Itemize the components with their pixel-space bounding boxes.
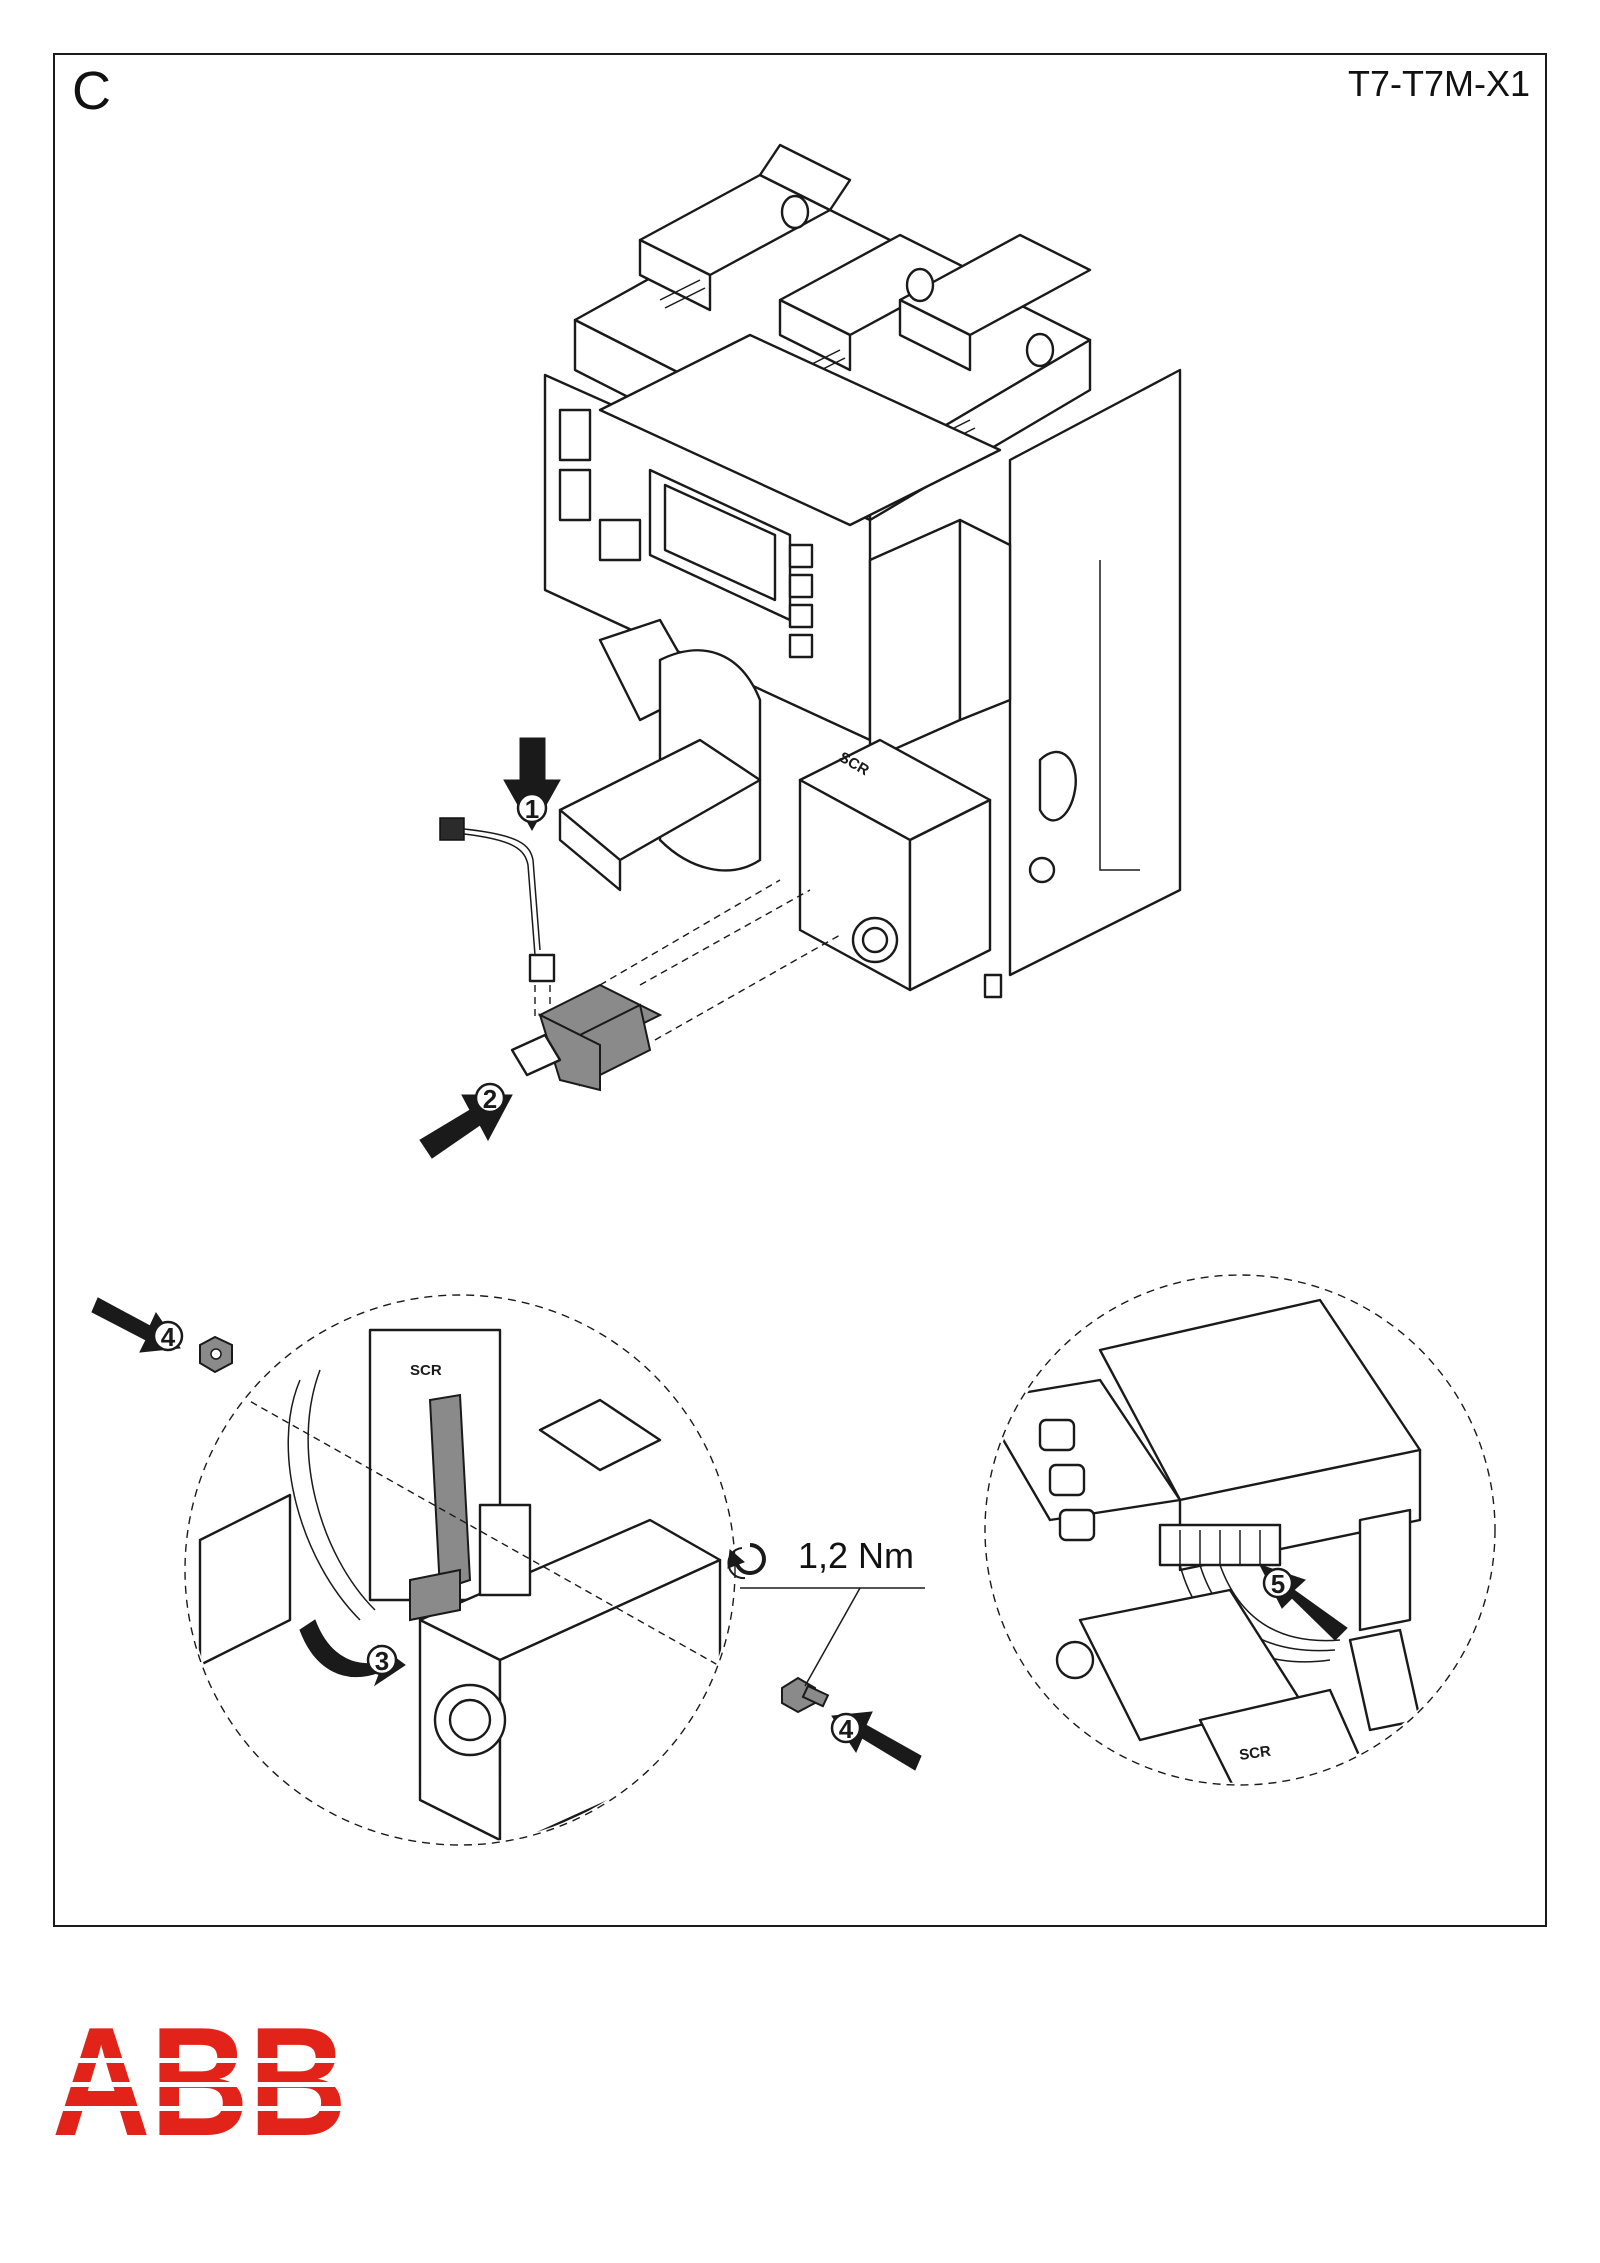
svg-text:1: 1 [525, 794, 539, 824]
svg-text:SCR: SCR [410, 1362, 442, 1379]
abb-logo: ABB [52, 1995, 352, 2168]
detail-view-left: SCR [184, 1294, 736, 1846]
drawing-frame [53, 53, 1547, 1927]
svg-text:3: 3 [375, 1646, 389, 1676]
section-letter: C [72, 61, 111, 121]
detail-view-right: SCR 5 [984, 1274, 1496, 1786]
step-5-arrow: 5 [1258, 1564, 1348, 1641]
svg-text:4: 4 [161, 1322, 176, 1352]
torque-value: 1,2 Nm [798, 1535, 915, 1576]
step-1-arrow: 1 [503, 737, 561, 832]
svg-text:4: 4 [839, 1714, 854, 1744]
assembly-guides [599, 879, 841, 1041]
step-3-arrow: 3 [299, 1619, 406, 1687]
svg-text:2: 2 [483, 1084, 497, 1114]
circuit-breaker-drawing: SCR [543, 143, 1182, 999]
svg-text:5: 5 [1271, 1569, 1285, 1599]
model-code: T7-T7M-X1 [1347, 63, 1530, 104]
rotation-icon [727, 1543, 766, 1580]
scr-sensor-module [510, 983, 663, 1092]
wiring-harness [439, 817, 556, 1020]
step-2-arrow: 2 [419, 1082, 513, 1159]
svg-text:ABB: ABB [52, 1995, 347, 2168]
step-4-arrow-nut: 4 [91, 1297, 233, 1374]
torque-callout [727, 1543, 925, 1687]
svg-text:SCR: SCR [1238, 1743, 1272, 1764]
step-4-arrow-screw: 4 [781, 1676, 922, 1771]
